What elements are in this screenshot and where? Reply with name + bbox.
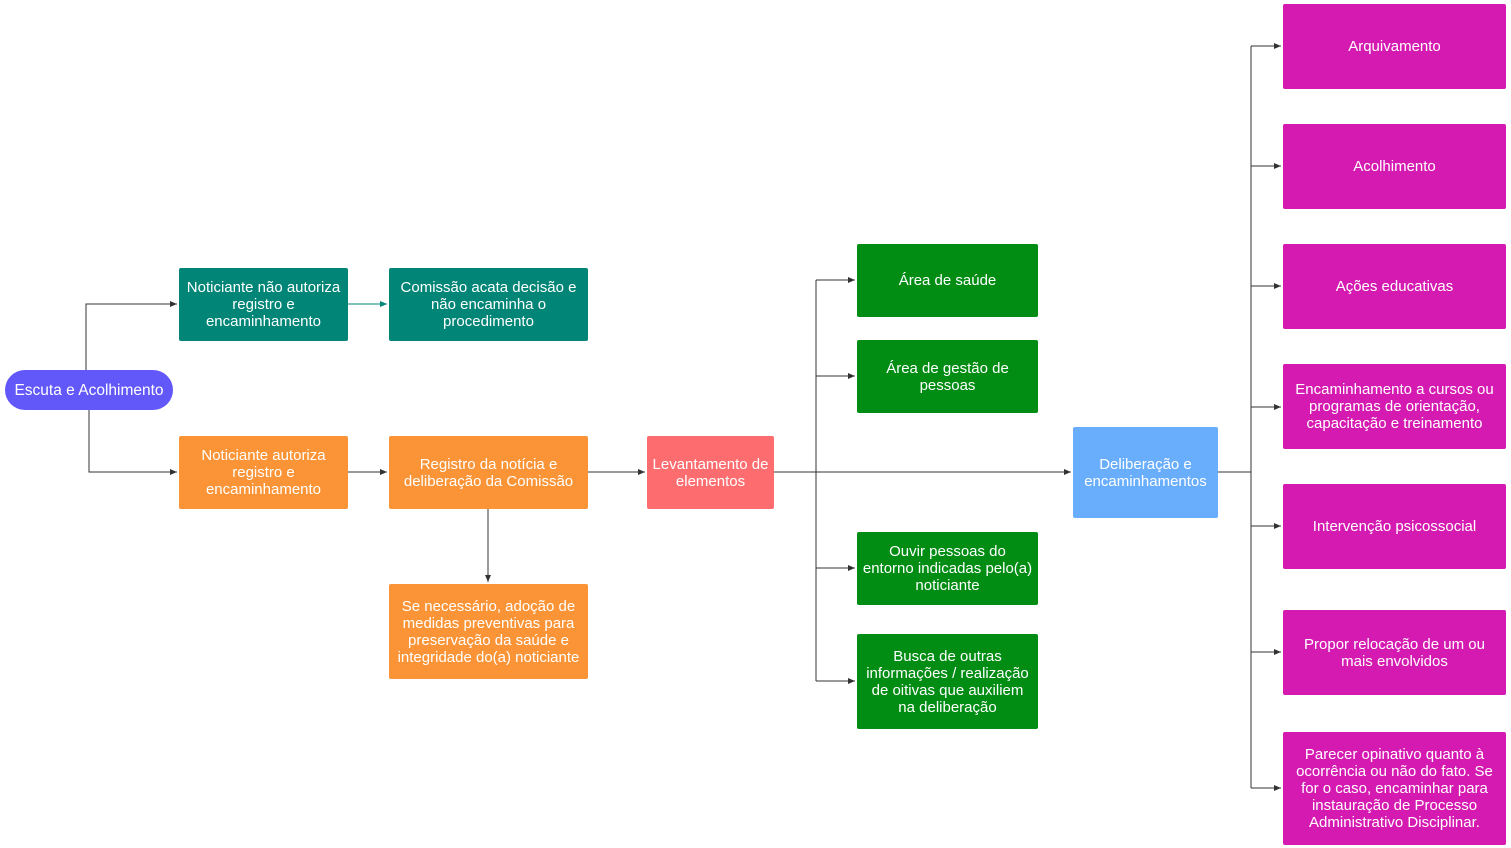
node-busca-informacoes-label: Busca de outras informações / realização… xyxy=(866,647,1029,716)
node-noticiante-nao-autoriza[interactable]: Noticiante não autoriza registro e encam… xyxy=(179,268,348,341)
node-acoes-educativas[interactable]: Ações educativas xyxy=(1283,244,1506,329)
node-arquivamento[interactable]: Arquivamento xyxy=(1283,4,1506,89)
node-propor-relocacao[interactable]: Propor relocação de um ou mais envolvido… xyxy=(1283,610,1506,695)
node-comissao-acata[interactable]: Comissão acata decisão e não encaminha o… xyxy=(389,268,588,341)
node-noticiante-autoriza[interactable]: Noticiante autoriza registro e encaminha… xyxy=(179,436,348,509)
node-escuta-acolhimento[interactable]: Escuta e Acolhimento xyxy=(5,370,173,410)
node-encaminhamento-cursos[interactable]: Encaminhamento a cursos ou programas de … xyxy=(1283,364,1506,449)
node-area-gestao-pessoas-label: Área de gestão de pessoas xyxy=(886,359,1009,394)
node-area-gestao-pessoas[interactable]: Área de gestão de pessoas xyxy=(857,340,1038,413)
node-intervencao-psicossocial[interactable]: Intervenção psicossocial xyxy=(1283,484,1506,569)
node-acolhimento[interactable]: Acolhimento xyxy=(1283,124,1506,209)
node-arquivamento-label: Arquivamento xyxy=(1348,38,1441,55)
node-noticiante-nao-autoriza-label: Noticiante não autoriza registro e encam… xyxy=(186,279,341,330)
node-deliberacao-encaminhamentos[interactable]: Deliberação e encaminhamentos xyxy=(1073,427,1218,518)
node-levantamento-elementos-label: Levantamento de elementos xyxy=(652,455,769,490)
node-medidas-preventivas-label: Se necessário, adoção de medidas prevent… xyxy=(397,597,580,666)
node-comissao-acata-label: Comissão acata decisão e não encaminha o… xyxy=(400,279,577,330)
node-area-saude[interactable]: Área de saúde xyxy=(857,244,1038,317)
link-start-autoriza xyxy=(88,410,177,475)
node-parecer-opinativo-label: Parecer opinativo quanto à ocorrência ou… xyxy=(1296,746,1493,831)
node-parecer-opinativo[interactable]: Parecer opinativo quanto à ocorrência ou… xyxy=(1283,732,1506,845)
node-levantamento-elementos[interactable]: Levantamento de elementos xyxy=(647,436,774,509)
link-deliberacao-trunk xyxy=(1218,46,1252,788)
node-intervencao-psicossocial-label: Intervenção psicossocial xyxy=(1312,518,1477,535)
node-escuta-acolhimento-label: Escuta e Acolhimento xyxy=(14,381,164,399)
node-encaminhamento-cursos-label: Encaminhamento a cursos ou programas de … xyxy=(1295,381,1494,432)
node-registro-noticia[interactable]: Registro da notícia e deliberação da Com… xyxy=(389,436,588,509)
node-ouvir-pessoas-label: Ouvir pessoas do entorno indicadas pelo(… xyxy=(862,543,1033,594)
node-noticiante-autoriza-label: Noticiante autoriza registro e encaminha… xyxy=(201,447,326,498)
node-busca-informacoes[interactable]: Busca de outras informações / realização… xyxy=(857,634,1038,729)
node-medidas-preventivas[interactable]: Se necessário, adoção de medidas prevent… xyxy=(389,584,588,679)
node-area-saude-label: Área de saúde xyxy=(898,272,997,289)
node-propor-relocacao-label: Propor relocação de um ou mais envolvido… xyxy=(1304,635,1485,670)
link-start-nao-autoriza xyxy=(85,301,177,370)
node-acolhimento-label: Acolhimento xyxy=(1353,158,1436,175)
node-ouvir-pessoas[interactable]: Ouvir pessoas do entorno indicadas pelo(… xyxy=(857,532,1038,605)
node-deliberacao-encaminhamentos-label: Deliberação e encaminhamentos xyxy=(1084,455,1207,490)
node-acoes-educativas-label: Ações educativas xyxy=(1335,278,1454,295)
node-registro-noticia-label: Registro da notícia e deliberação da Com… xyxy=(403,455,574,490)
